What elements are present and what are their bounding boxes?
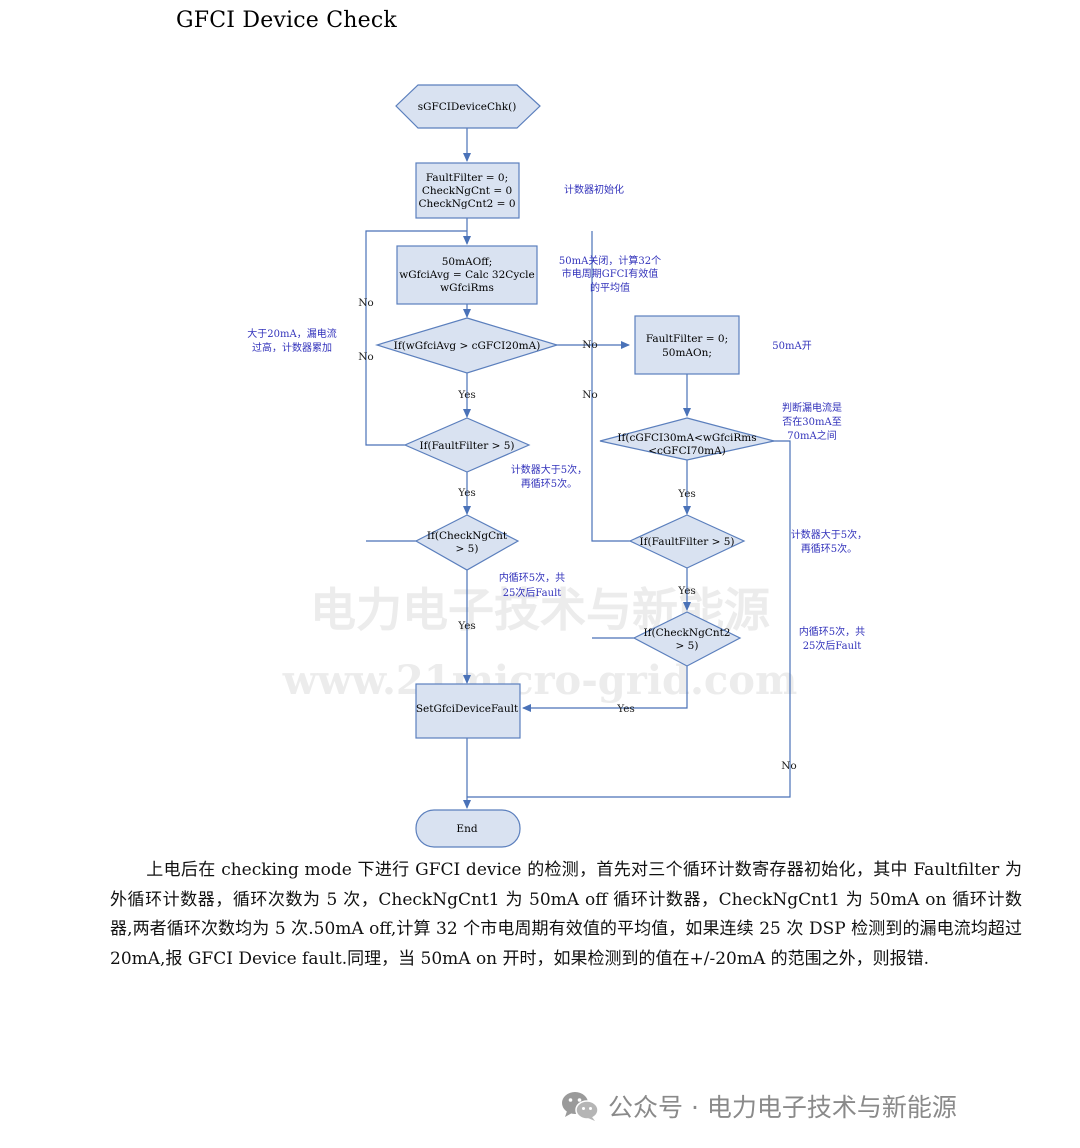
off-measure-line-3: wGfciRms bbox=[440, 282, 494, 294]
annotation-judge-leak-3: 70mA之间 bbox=[787, 429, 836, 442]
wechat-icon bbox=[562, 1092, 599, 1121]
connectors bbox=[365, 128, 791, 809]
annotation-inner-loop-left-2: 25次后Fault bbox=[503, 586, 562, 599]
annotation-off-avg-3: 的平均值 bbox=[590, 281, 630, 294]
edge-label-no: No bbox=[358, 297, 374, 309]
edge-label-yes: Yes bbox=[677, 585, 696, 597]
annotation-off-avg-1: 50mA关闭，计算32个 bbox=[559, 254, 661, 267]
fault-filter-left-decision bbox=[403, 417, 531, 473]
init-line-2: CheckNgCnt = 0 bbox=[422, 185, 512, 197]
annotation-counter-gt5-left-2: 再循环5次。 bbox=[521, 477, 577, 490]
annotation-counter-gt5-left-1: 计数器大于5次， bbox=[511, 463, 587, 476]
annotation-over20ma-2: 过高，计数器累加 bbox=[252, 341, 332, 354]
off-measure-line-2: wGfciAvg = Calc 32Cycle bbox=[399, 269, 534, 281]
edge-label-yes: Yes bbox=[616, 703, 635, 715]
edge-label-no: No bbox=[582, 339, 598, 351]
end-node bbox=[415, 809, 521, 848]
on-set-line-2: 50mAOn; bbox=[662, 347, 712, 359]
init-line-1: FaultFilter = 0; bbox=[426, 172, 508, 184]
start-node bbox=[395, 84, 541, 129]
set-fault-label: SetGfciDeviceFault bbox=[416, 703, 519, 715]
init-line-3: CheckNgCnt2 = 0 bbox=[418, 198, 515, 210]
annotation-inner-loop-right-1: 内循环5次，共 bbox=[799, 625, 865, 638]
ng-check-right-decision bbox=[632, 611, 742, 667]
rms-check-line-1: If(cGFCI30mA<wGfciRms bbox=[617, 432, 756, 444]
rms-check-line-2: <cGFCI70mA) bbox=[648, 445, 726, 457]
off-measure-box bbox=[396, 245, 538, 305]
fault-filter-left-label: If(FaultFilter > 5) bbox=[419, 440, 514, 452]
ng-check-left-decision bbox=[414, 514, 520, 571]
ng-check-left-line-1: If(CheckNgCnt bbox=[427, 530, 508, 542]
edge-label-yes: Yes bbox=[457, 389, 476, 401]
annotation-counter-gt5-right-1: 计数器大于5次， bbox=[791, 528, 867, 541]
avg-check-label: If(wGfciAvg > cGFCI20mA) bbox=[394, 340, 541, 352]
edge-label-yes: Yes bbox=[677, 488, 696, 500]
edge-label-no: No bbox=[582, 389, 598, 401]
ng-check-right-line-2: > 5) bbox=[676, 640, 699, 652]
rms-check-decision bbox=[599, 417, 775, 461]
flowchart: 电力电子技术与新能源 www.21micro-grid.com bbox=[247, 84, 867, 848]
annotation-counter-gt5-right-2: 再循环5次。 bbox=[801, 542, 857, 555]
init-box bbox=[415, 162, 520, 219]
fault-filter-right-decision bbox=[628, 514, 746, 569]
annotation-judge-leak-1: 判断漏电流是 bbox=[782, 401, 842, 414]
edge-label-yes: Yes bbox=[457, 487, 476, 499]
page-title: GFCI Device Check bbox=[176, 8, 397, 33]
annotation-on-label: 50mA开 bbox=[772, 341, 811, 352]
footer: 公众号 · 电力电子技术与新能源 bbox=[560, 1086, 957, 1126]
annotation-inner-loop-right-2: 25次后Fault bbox=[803, 639, 862, 652]
edge-label-no: No bbox=[358, 351, 374, 363]
ng-check-right-line-1: If(CheckNgCnt2 bbox=[644, 627, 731, 639]
set-fault-box bbox=[415, 683, 521, 739]
annotation-judge-leak-2: 否在30mA至 bbox=[782, 416, 841, 428]
ng-check-left-line-2: > 5) bbox=[456, 543, 479, 555]
paragraph-text: 上电后在 checking mode 下进行 GFCI device 的检测，首… bbox=[110, 860, 1022, 969]
watermark-url: www.21micro-grid.com bbox=[282, 657, 798, 704]
edge-label-no: No bbox=[781, 760, 797, 772]
start-node-label: sGFCIDeviceChk() bbox=[418, 101, 517, 113]
description-paragraph: 上电后在 checking mode 下进行 GFCI device 的检测，首… bbox=[110, 856, 1022, 974]
off-measure-line-1: 50mAOff; bbox=[442, 256, 493, 268]
annotation-over20ma-1: 大于20mA，漏电流 bbox=[247, 327, 336, 340]
on-set-line-1: FaultFilter = 0; bbox=[646, 333, 728, 345]
fault-filter-right-label: If(FaultFilter > 5) bbox=[639, 536, 734, 548]
annotation-counter-init: 计数器初始化 bbox=[564, 183, 624, 196]
avg-check-decision bbox=[374, 317, 560, 374]
edge-label-yes: Yes bbox=[457, 620, 476, 632]
footer-text: 公众号 · 电力电子技术与新能源 bbox=[608, 1093, 957, 1122]
on-set-box bbox=[634, 315, 740, 375]
annotation-off-avg-2: 市电周期GFCI有效值 bbox=[562, 267, 659, 280]
annotation-inner-loop-left-1: 内循环5次，共 bbox=[499, 571, 565, 584]
end-node-label: End bbox=[456, 823, 477, 835]
